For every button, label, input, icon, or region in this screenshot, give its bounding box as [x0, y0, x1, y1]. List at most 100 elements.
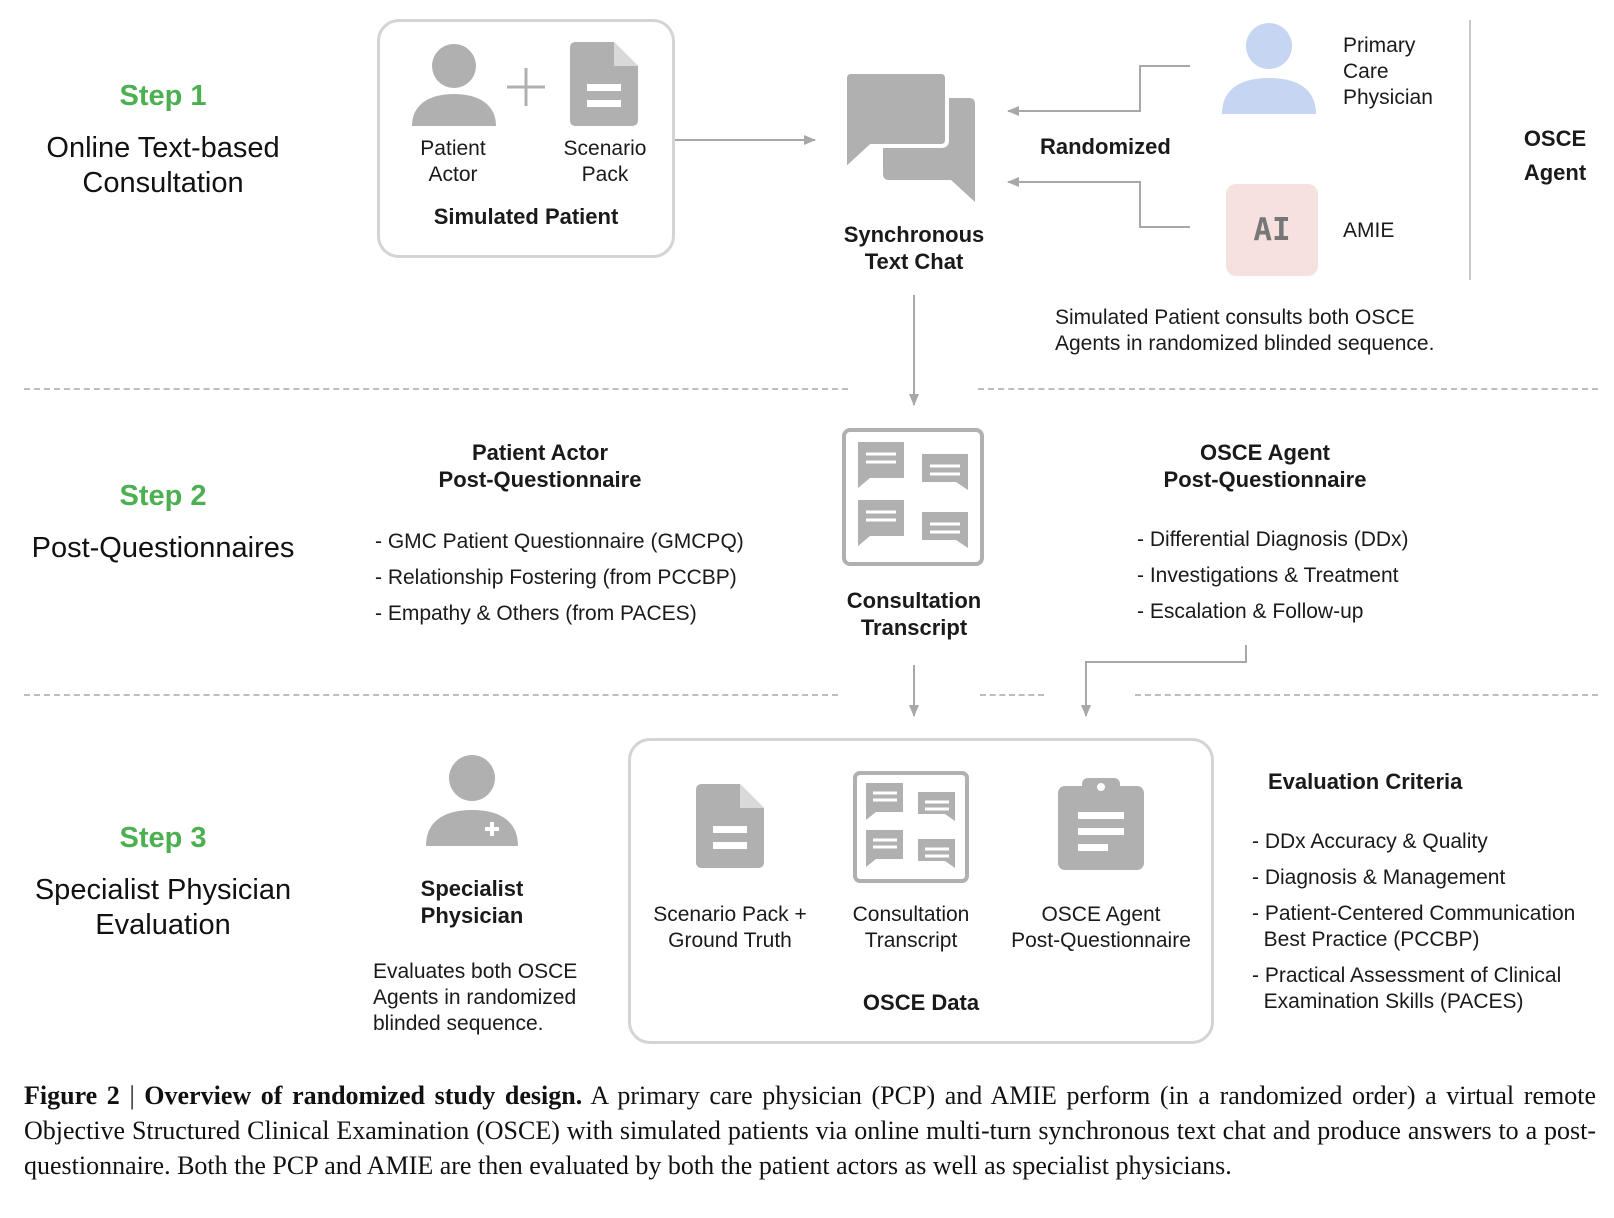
step2-title: Post-Questionnaires: [31, 532, 295, 564]
criteria-item-0: - DDx Accuracy & Quality: [1252, 830, 1488, 853]
patient-actor-questionnaire-title: Patient Actor Post-Questionnaire: [390, 439, 690, 493]
note-line-2: Agents in randomized blinded sequence.: [1055, 332, 1435, 355]
caption-text: A primary care physician (PCP) and AMIE …: [24, 1081, 1596, 1180]
scenario-pack-label-1: Scenario: [563, 137, 647, 160]
divider-1-right: [978, 388, 1598, 390]
step1-label: Step 1: [119, 80, 207, 112]
plus-icon: [507, 68, 545, 106]
patient-actor-label-1: Patient: [420, 137, 486, 160]
step1-title: Online Text-based Consultation: [0, 131, 326, 201]
osce-agent-label-1: OSCE: [1523, 126, 1587, 151]
criteria-item-2-cont: Best Practice (PCCBP): [1252, 928, 1480, 951]
step1-title-line2: Consultation: [82, 167, 244, 199]
divider-2-right: [1135, 694, 1598, 696]
osce-data-box: [628, 738, 1214, 1044]
pcp-avatar-icon: [1222, 23, 1316, 114]
chat-label-2: Text Chat: [864, 249, 964, 274]
pa-item-1: - Relationship Fostering (from PCCBP): [375, 566, 737, 589]
caption-figure-number: Figure 2: [24, 1081, 120, 1110]
osce-data-label: OSCE Data: [862, 990, 980, 1015]
doc1-label-2: Ground Truth: [668, 929, 792, 952]
step1-title-line1: Online Text-based: [46, 132, 280, 164]
oa-q-title-1: OSCE Agent: [1200, 440, 1330, 465]
specialist-physician-label: Specialist Physician: [372, 875, 572, 929]
pcp-label-2: Care: [1343, 60, 1389, 83]
criteria-item-3-cont: Examination Skills (PACES): [1252, 990, 1524, 1013]
step3-label: Step 3: [119, 822, 207, 854]
patient-actor-icon: [412, 44, 496, 126]
osce-agent-label: OSCE Agent: [1505, 122, 1605, 190]
note-line-1: Simulated Patient consults both OSCE: [1055, 306, 1415, 329]
doc3-label-1: OSCE Agent: [1041, 903, 1161, 926]
figure-caption: Figure 2 | Overview of randomized study …: [24, 1078, 1596, 1183]
chat-icon: [843, 70, 975, 202]
transcript-label-2: Transcript: [860, 615, 968, 640]
pcp-label-3: Physician: [1343, 86, 1433, 109]
pcp-label-1: Primary: [1343, 34, 1416, 57]
simulated-patient-box: [377, 19, 675, 258]
consultation-transcript-label: Consultation Transcript: [804, 587, 1024, 641]
osce-agent-questionnaire-doc-label: OSCE Agent Post-Questionnaire: [996, 902, 1206, 954]
step1-section-label: Step 1 Online Text-based Consultation: [0, 80, 326, 201]
patient-actor-questionnaire-list: - GMC Patient Questionnaire (GMCPQ) - Re…: [375, 524, 744, 632]
evaluation-criteria-list: - DDx Accuracy & Quality - Diagnosis & M…: [1252, 829, 1575, 1015]
step3-title-line1: Specialist Physician: [34, 874, 292, 906]
transcript-label-1: Consultation: [846, 588, 982, 613]
simulated-patient-note: Simulated Patient consults both OSCE Age…: [1055, 305, 1434, 357]
doc2-label-2: Transcript: [864, 929, 958, 952]
synchronous-text-chat-label: Synchronous Text Chat: [804, 221, 1024, 275]
evaluation-criteria-title: Evaluation Criteria: [1268, 769, 1463, 794]
oa-item-2: - Escalation & Follow-up: [1137, 600, 1364, 623]
specialist-label-1: Specialist: [420, 876, 524, 901]
divider-2-mid: [980, 694, 1044, 696]
scenario-pack-label-2: Pack: [581, 163, 629, 186]
specialist-label-2: Physician: [420, 903, 524, 928]
arrow-amie-to-chat: [1007, 177, 1190, 228]
criteria-item-3: - Practical Assessment of Clinical: [1252, 964, 1562, 987]
arrow-questionnaire-to-data: [1081, 645, 1247, 717]
osce-agent-questionnaire-list: - Differential Diagnosis (DDx) - Investi…: [1137, 522, 1409, 630]
step3-section-label: Step 3 Specialist Physician Evaluation: [0, 822, 326, 943]
clipboard-icon: [1058, 778, 1144, 870]
step2-section-label: Step 2 Post-Questionnaires: [0, 480, 326, 566]
simulated-patient-label: Simulated Patient: [433, 204, 619, 229]
step3-title: Specialist Physician Evaluation: [0, 873, 326, 943]
chat-label-1: Synchronous: [843, 222, 985, 247]
divider-2-left: [24, 694, 838, 696]
scenario-pack-ground-truth-label: Scenario Pack + Ground Truth: [640, 902, 820, 954]
pa-item-2: - Empathy & Others (from PACES): [375, 602, 697, 625]
consultation-transcript-doc-label: Consultation Transcript: [831, 902, 991, 954]
pa-q-title-2: Post-Questionnaire: [438, 467, 642, 492]
scenario-pack-label: Scenario Pack: [540, 136, 670, 188]
osce-agent-label-2: Agent: [1523, 160, 1587, 185]
pa-q-title-1: Patient Actor: [471, 440, 609, 465]
oa-item-1: - Investigations & Treatment: [1137, 564, 1399, 587]
ai-badge: [1226, 184, 1318, 276]
randomized-label: Randomized: [1040, 134, 1171, 159]
transcript-icon: [842, 428, 984, 566]
oa-q-title-2: Post-Questionnaire: [1163, 467, 1367, 492]
caption-separator: |: [119, 1081, 145, 1110]
specialist-eval-note: Evaluates both OSCE Agents in randomized…: [373, 959, 577, 1037]
pcp-label: Primary Care Physician: [1343, 33, 1433, 111]
specialist-physician-icon: [426, 755, 518, 846]
divider-1-left: [24, 388, 848, 390]
pa-item-0: - GMC Patient Questionnaire (GMCPQ): [375, 530, 744, 553]
consultation-transcript-icon: [853, 771, 969, 883]
patient-actor-label: Patient Actor: [393, 136, 513, 188]
step3-title-line2: Evaluation: [95, 909, 231, 941]
scenario-pack-ground-truth-icon: [696, 784, 764, 868]
doc3-label-2: Post-Questionnaire: [1011, 929, 1191, 952]
doc1-label-1: Scenario Pack +: [653, 903, 807, 926]
eval-note-1: Evaluates both OSCE: [373, 960, 578, 983]
caption-title: Overview of randomized study design.: [144, 1081, 583, 1110]
step2-label: Step 2: [119, 480, 207, 512]
patient-actor-label-2: Actor: [428, 163, 478, 186]
doc2-label-1: Consultation: [852, 903, 970, 926]
osce-agent-questionnaire-title: OSCE Agent Post-Questionnaire: [1115, 439, 1415, 493]
ai-badge-text: AI: [1253, 212, 1291, 248]
scenario-pack-icon: [570, 42, 638, 126]
criteria-item-1: - Diagnosis & Management: [1252, 866, 1506, 889]
amie-label: AMIE: [1343, 219, 1395, 242]
